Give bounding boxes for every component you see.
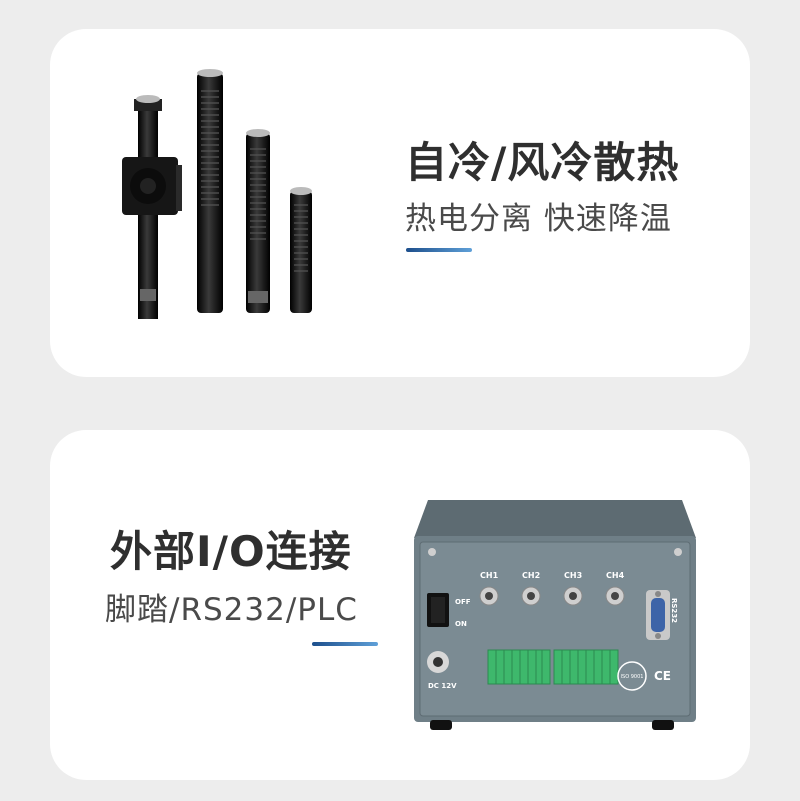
feature-card-io: 外部I/O连接 脚踏/RS232/PLC OFF ON DC 12V CH1 C…	[50, 430, 750, 780]
power-label: DC 12V	[428, 682, 457, 690]
card-subtitle: 热电分离 快速降温	[405, 201, 672, 237]
channel-label: CH1	[480, 571, 499, 580]
ce-mark: CE	[654, 669, 671, 683]
accent-line	[406, 248, 472, 252]
switch-on-label: ON	[455, 620, 467, 628]
accent-line	[312, 642, 378, 646]
coaxial-light-tubes-image	[122, 69, 312, 319]
card-title: 自冷/风冷散热	[405, 138, 680, 187]
card-title: 外部I/O连接	[110, 527, 352, 576]
card-subtitle: 脚踏/RS232/PLC	[105, 592, 358, 628]
feature-card-cooling: 自冷/风冷散热 热电分离 快速降温	[50, 29, 750, 377]
light-controller-rear-panel-image: OFF ON DC 12V CH1 CH2 CH3 CH4 RS232	[414, 500, 696, 730]
switch-off-label: OFF	[455, 598, 471, 606]
channel-label: CH2	[522, 571, 540, 580]
serial-port-label: RS232	[670, 598, 678, 623]
iso-badge-label: ISO 9001	[621, 674, 644, 680]
channel-label: CH4	[606, 571, 625, 580]
channel-label: CH3	[564, 571, 582, 580]
